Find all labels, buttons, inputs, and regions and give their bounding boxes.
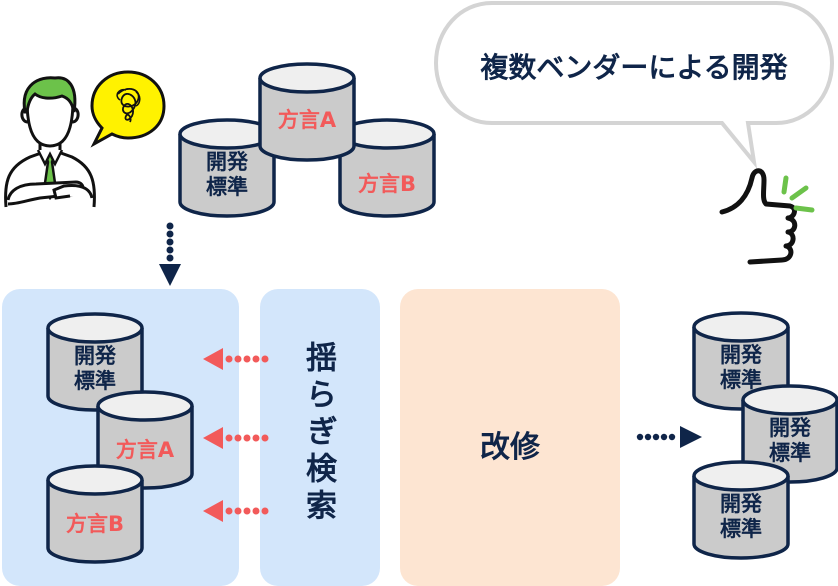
database-dialect-b-mixed: 方言B xyxy=(46,464,144,564)
database-label: 方言A xyxy=(277,108,337,132)
arrow-left-icon xyxy=(203,348,269,370)
thumbs-up xyxy=(712,160,822,272)
database-dialect-a-top: 方言A xyxy=(258,62,356,162)
worry-bubble xyxy=(88,68,168,148)
database-label: 方言B xyxy=(65,512,124,536)
database-label-line1: 開発 xyxy=(720,492,762,516)
database-label-line2: 標準 xyxy=(74,368,116,393)
fuzzy-search-panel: 揺らぎ検索 xyxy=(260,289,380,586)
database-label-line1: 開発 xyxy=(769,416,811,440)
database-label-line1: 開発 xyxy=(720,343,762,367)
database-result-3: 開発 標準 xyxy=(692,460,790,560)
database-label-line2: 標準 xyxy=(720,367,762,392)
result-arrow xyxy=(636,425,704,449)
speech-bubble-shape xyxy=(433,1,835,169)
fuzzy-search-label: 揺らぎ検索 xyxy=(300,341,336,526)
database-result-2: 開発 標準 xyxy=(741,384,838,484)
database-label: 方言B xyxy=(357,172,416,196)
database-dialect-b-top: 方言B xyxy=(338,118,436,218)
speech-bubble: 複数ベンダーによる開発 xyxy=(430,0,838,170)
search-arrow-1 xyxy=(203,347,273,371)
database-cylinder-icon xyxy=(46,312,144,412)
search-arrow-2 xyxy=(203,426,273,450)
database-cylinder-icon xyxy=(46,464,144,564)
modification-label: 改修 xyxy=(480,430,540,465)
database-cylinder-icon xyxy=(258,62,356,162)
arrow-left-icon xyxy=(203,500,269,522)
database-label-line1: 開発 xyxy=(206,150,248,174)
tangled-scribble-icon xyxy=(90,70,166,148)
database-label-line2: 標準 xyxy=(206,174,248,199)
database-dev-standard-top: 開発 標準 xyxy=(178,118,276,218)
search-arrow-3 xyxy=(203,499,273,523)
database-label-line1: 開発 xyxy=(74,344,116,368)
thumbs-up-icon xyxy=(719,168,815,265)
arrow-left-icon xyxy=(203,427,269,449)
developer-illustration xyxy=(0,72,100,212)
dotted-down-arrow xyxy=(158,222,182,290)
modification-panel: 改修 xyxy=(400,289,620,586)
database-label-line2: 標準 xyxy=(720,516,762,541)
arrow-right-icon xyxy=(636,426,702,448)
speech-bubble-text: 複数ベンダーによる開発 xyxy=(480,51,788,84)
database-cylinder-icon xyxy=(692,460,790,560)
database-cylinder-icon xyxy=(338,118,436,218)
database-cylinder-icon xyxy=(178,118,276,218)
arrow-down-icon xyxy=(159,222,181,286)
person-icon xyxy=(4,76,96,208)
database-label-line2: 標準 xyxy=(769,440,811,465)
database-dev-standard-mixed: 開発 標準 xyxy=(46,312,144,412)
database-label: 方言A xyxy=(115,438,175,462)
